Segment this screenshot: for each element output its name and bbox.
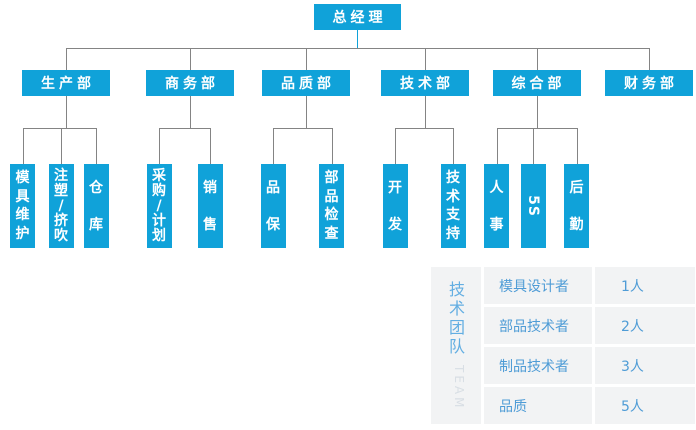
connector-line bbox=[61, 128, 62, 164]
org-node-section: 销售 bbox=[197, 164, 223, 248]
org-node-section: 技术支持 bbox=[440, 164, 466, 248]
org-node-section: 注塑/挤吹 bbox=[48, 164, 74, 248]
connector-line bbox=[22, 128, 97, 129]
connector-line bbox=[190, 48, 191, 70]
org-node-root: 总经理 bbox=[314, 4, 401, 30]
connector-line bbox=[159, 128, 211, 129]
connector-line bbox=[159, 128, 160, 164]
org-node-section: 模具维护 bbox=[10, 164, 35, 248]
org-node-department: 财务部 bbox=[605, 70, 693, 96]
connector-line bbox=[273, 128, 274, 164]
org-node-section: 部品检查 bbox=[319, 164, 344, 248]
team-role-cell: 部品技术者 bbox=[484, 307, 592, 344]
team-role-cell: 模具设计者 bbox=[484, 267, 592, 304]
connector-line bbox=[357, 30, 358, 48]
org-node-department: 品质部 bbox=[262, 70, 350, 96]
org-node-section: 后勤 bbox=[564, 164, 589, 248]
connector-line bbox=[649, 48, 650, 70]
connector-line bbox=[497, 128, 498, 164]
team-role-cell: 制品技术者 bbox=[484, 347, 592, 384]
team-title-cn: 技术团队 bbox=[446, 280, 465, 357]
team-table-label-column: 技术团队 TEAM bbox=[431, 267, 481, 424]
connector-line bbox=[96, 128, 97, 164]
connector-line bbox=[66, 48, 649, 49]
team-role-cell: 品质 bbox=[484, 387, 592, 424]
connector-line bbox=[496, 128, 578, 129]
connector-line bbox=[453, 128, 454, 164]
org-node-department: 生产部 bbox=[22, 70, 110, 96]
org-node-section: 仓库 bbox=[83, 164, 109, 248]
connector-line bbox=[306, 48, 307, 70]
team-count-cell: 2人 bbox=[595, 307, 695, 344]
connector-line bbox=[210, 128, 211, 164]
connector-line bbox=[537, 96, 538, 128]
team-count-cell: 5人 bbox=[595, 387, 695, 424]
team-title-en: TEAM bbox=[452, 364, 466, 411]
connector-line bbox=[306, 96, 307, 128]
org-node-section: 采购/计划 bbox=[146, 164, 172, 248]
connector-line bbox=[332, 128, 333, 164]
connector-line bbox=[537, 48, 538, 70]
org-node-section: 5S bbox=[520, 164, 546, 248]
connector-line bbox=[533, 128, 534, 164]
org-node-section: 人事 bbox=[484, 164, 509, 248]
team-count-cell: 1人 bbox=[595, 267, 695, 304]
connector-line bbox=[577, 128, 578, 164]
team-table-title: 技术团队 TEAM bbox=[446, 280, 466, 411]
org-node-section: 品保 bbox=[260, 164, 286, 248]
connector-line bbox=[66, 48, 67, 70]
connector-line bbox=[425, 96, 426, 128]
connector-line bbox=[23, 128, 24, 164]
org-node-department: 技术部 bbox=[381, 70, 469, 96]
connector-line bbox=[273, 128, 333, 129]
org-node-department: 综合部 bbox=[492, 70, 581, 96]
team-count-cell: 3人 bbox=[595, 347, 695, 384]
connector-line bbox=[395, 128, 396, 164]
connector-line bbox=[425, 48, 426, 70]
rotated-label: 5S bbox=[524, 195, 541, 217]
connector-line bbox=[66, 96, 67, 128]
connector-line bbox=[190, 96, 191, 128]
connector-line bbox=[395, 128, 454, 129]
org-node-section: 开发 bbox=[382, 164, 408, 248]
org-node-department: 商务部 bbox=[146, 70, 234, 96]
